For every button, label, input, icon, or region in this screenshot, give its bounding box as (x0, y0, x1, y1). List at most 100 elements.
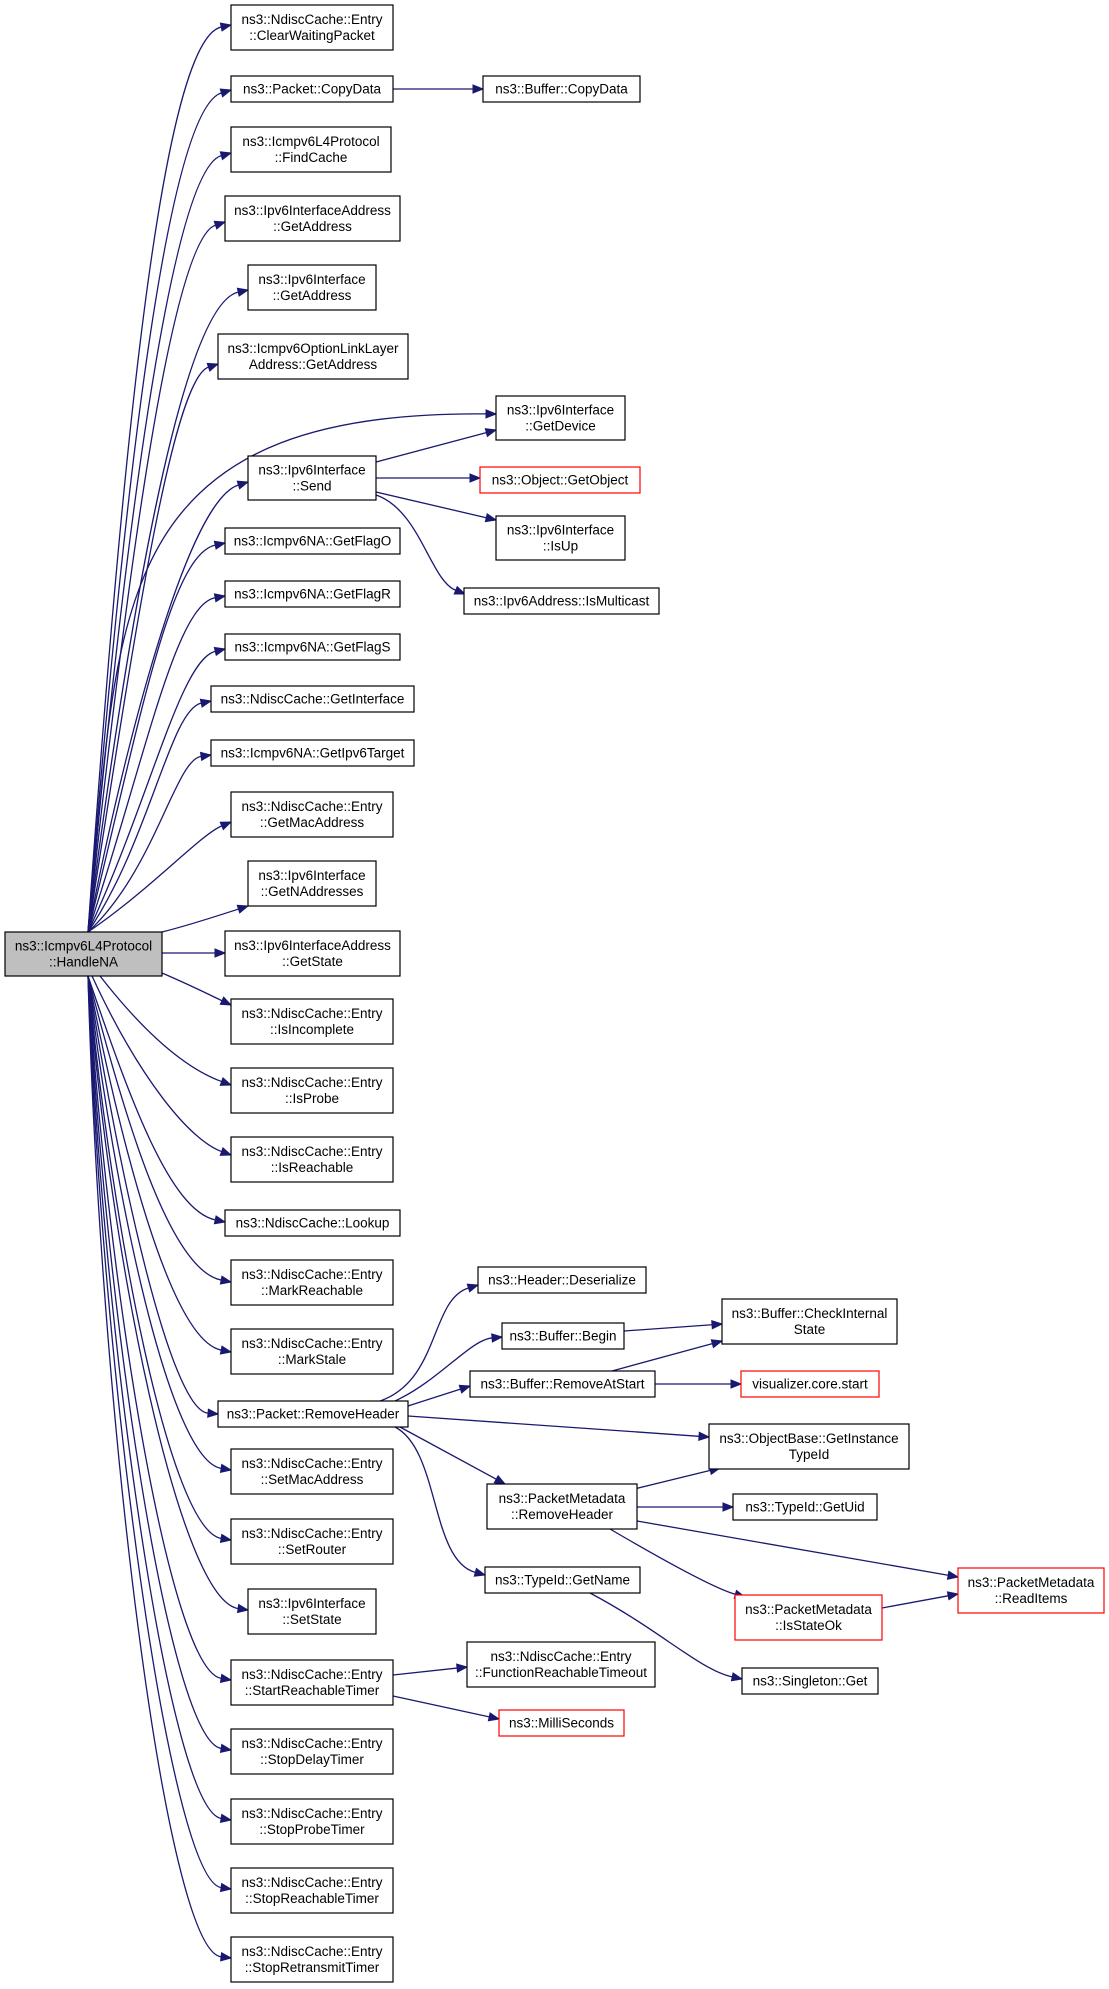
node-label: ::StopRetransmitTimer (245, 1960, 380, 1975)
function-node[interactable]: ns3::Ipv6Interface::GetNAddresses (247, 860, 377, 907)
function-node[interactable]: ns3::Icmpv6NA::GetFlagS (224, 633, 401, 661)
function-node[interactable]: ns3::Packet::RemoveHeader (217, 1400, 409, 1428)
node-box (230, 791, 394, 838)
node-label: State (794, 1322, 826, 1337)
function-node[interactable]: ns3::NdiscCache::Entry::MarkReachable (230, 1259, 394, 1306)
function-node[interactable]: ns3::NdiscCache::Lookup (224, 1209, 401, 1237)
arrowhead (722, 1502, 735, 1512)
edge-n27-n38 (394, 1426, 487, 1577)
function-node[interactable]: ns3::Ipv6InterfaceAddress::GetAddress (224, 195, 401, 242)
node-box (957, 1567, 1105, 1614)
node-box (247, 860, 377, 907)
edge-n0-n16 (87, 698, 213, 933)
function-node[interactable]: ns3::Icmpv6NA::GetFlagR (224, 580, 401, 608)
function-node[interactable]: ns3::NdiscCache::Entry::StopReachableTim… (230, 1867, 394, 1914)
edge-n0-n47 (87, 975, 233, 1823)
node-box (4, 931, 163, 977)
function-node[interactable]: ns3::Icmpv6NA::GetIpv6Target (210, 739, 415, 767)
function-node[interactable]: ns3::NdiscCache::Entry::SetRouter (230, 1518, 394, 1565)
edge-n0-n24 (87, 975, 227, 1225)
edge-n0-n6 (87, 287, 250, 933)
node-box (230, 998, 394, 1045)
node-box (230, 1798, 394, 1845)
edge-n0-n13 (87, 540, 227, 933)
node-label: ns3::Ipv6InterfaceAddress (234, 938, 391, 953)
function-node[interactable]: ns3::NdiscCache::Entry::StartReachableTi… (230, 1659, 394, 1706)
function-node[interactable]: ns3::NdiscCache::Entry::IsIncomplete (230, 998, 394, 1045)
function-node[interactable]: ns3::Buffer::CopyData (482, 75, 641, 103)
function-node[interactable]: ns3::NdiscCache::GetInterface (210, 685, 415, 713)
function-node[interactable]: ns3::NdiscCache::Entry::StopProbeTimer (230, 1798, 394, 1845)
function-node[interactable]: ns3::NdiscCache::Entry::ClearWaitingPack… (230, 4, 394, 51)
function-node[interactable]: ns3::Ipv6Address::IsMulticast (463, 587, 660, 615)
node-label: ns3::NdiscCache::Entry (241, 1144, 382, 1159)
function-node[interactable]: ns3::Ipv6Interface::GetDevice (495, 395, 626, 441)
function-node[interactable]: visualizer.core.start (740, 1370, 880, 1398)
function-node[interactable]: ns3::Icmpv6L4Protocol::FindCache (230, 126, 392, 173)
edge-line (623, 1324, 713, 1332)
function-node[interactable]: ns3::TypeId::GetName (484, 1566, 641, 1594)
edge-line (87, 544, 216, 933)
function-node[interactable]: ns3::NdiscCache::Entry::MarkStale (230, 1328, 394, 1375)
edge-n0-n9 (87, 480, 250, 933)
function-node[interactable]: ns3::NdiscCache::Entry::IsProbe (230, 1067, 394, 1114)
function-node[interactable]: ns3::NdiscCache::Entry::GetMacAddress (230, 791, 394, 838)
function-node[interactable]: ns3::NdiscCache::Entry::FunctionReachabl… (466, 1641, 656, 1688)
edge-line (611, 1343, 713, 1372)
function-node[interactable]: ns3::PacketMetadata::IsStateOk (734, 1594, 883, 1641)
arrowhead (219, 1275, 233, 1285)
function-node[interactable]: ns3::NdiscCache::Entry::SetMacAddress (230, 1448, 394, 1495)
node-box (484, 1566, 641, 1594)
node-box (217, 1400, 409, 1428)
function-node[interactable]: ns3::Icmpv6OptionLinkLayerAddress::GetAd… (217, 333, 409, 380)
node-label: ns3::Icmpv6OptionLinkLayer (227, 341, 399, 356)
function-node[interactable]: ns3::Singleton::Get (741, 1667, 879, 1695)
function-node[interactable]: ns3::Packet::CopyData (230, 75, 394, 103)
function-node[interactable]: ns3::NdiscCache::Entry::StopDelayTimer (230, 1728, 394, 1775)
function-node[interactable]: ns3::NdiscCache::Entry::StopRetransmitTi… (230, 1936, 394, 1983)
arrowhead (466, 1283, 480, 1293)
node-label: ns3::NdiscCache::Entry (241, 1875, 382, 1890)
node-box (230, 1259, 394, 1306)
edge-n0-n27 (87, 975, 220, 1418)
function-node[interactable]: ns3::Ipv6Interface::GetAddress (247, 264, 377, 311)
edge-line (87, 975, 239, 1610)
function-node[interactable]: ns3::Ipv6Interface::Send (247, 455, 377, 501)
node-label: ns3::NdiscCache::Entry (241, 1667, 382, 1682)
function-node[interactable]: ns3::TypeId::GetUid (732, 1493, 878, 1521)
node-label: ns3::NdiscCache::Entry (241, 1944, 382, 1959)
arrowhead (730, 1379, 743, 1389)
node-label: ::StopReachableTimer (245, 1891, 379, 1906)
arrowhead (711, 1320, 724, 1330)
function-node[interactable]: ns3::Ipv6InterfaceAddress::GetState (224, 930, 401, 977)
root-node: ns3::Icmpv6L4Protocol::HandleNA (4, 931, 163, 977)
node-box (230, 1067, 394, 1114)
edge-n0-n41 (87, 975, 233, 1543)
edge-n0-n48 (87, 975, 233, 1893)
function-node[interactable]: ns3::Buffer::RemoveAtStart (469, 1370, 656, 1398)
edge-line (609, 1528, 736, 1595)
edge-n0-n18 (87, 821, 233, 933)
function-node[interactable]: ns3::Icmpv6NA::GetFlagO (224, 527, 401, 555)
node-box (247, 1588, 377, 1635)
node-label: ::FunctionReachableTimeout (475, 1665, 647, 1680)
function-node[interactable]: ns3::NdiscCache::Entry::IsReachable (230, 1136, 394, 1183)
function-node[interactable]: ns3::PacketMetadata::ReadItems (957, 1567, 1105, 1614)
function-node[interactable]: ns3::Ipv6Interface::IsUp (495, 515, 626, 561)
arrowhead (220, 1952, 233, 1962)
edge-n0-n20 (161, 948, 227, 958)
node-box (230, 75, 394, 103)
node-label: ::GetNAddresses (261, 884, 364, 899)
node-box (721, 1298, 898, 1345)
function-node[interactable]: ns3::Object::GetObject (479, 466, 641, 494)
function-node[interactable]: ns3::MilliSeconds (498, 1709, 625, 1737)
function-node[interactable]: ns3::Header::Deserialize (477, 1266, 647, 1294)
arrowhead (236, 480, 250, 490)
node-label: ns3::NdiscCache::GetInterface (221, 692, 405, 707)
function-node[interactable]: ns3::PacketMetadata::RemoveHeader (486, 1483, 638, 1530)
function-node[interactable]: ns3::Buffer::Begin (501, 1322, 625, 1350)
function-node[interactable]: ns3::Ipv6Interface::SetState (247, 1588, 377, 1635)
node-box (230, 1136, 394, 1183)
